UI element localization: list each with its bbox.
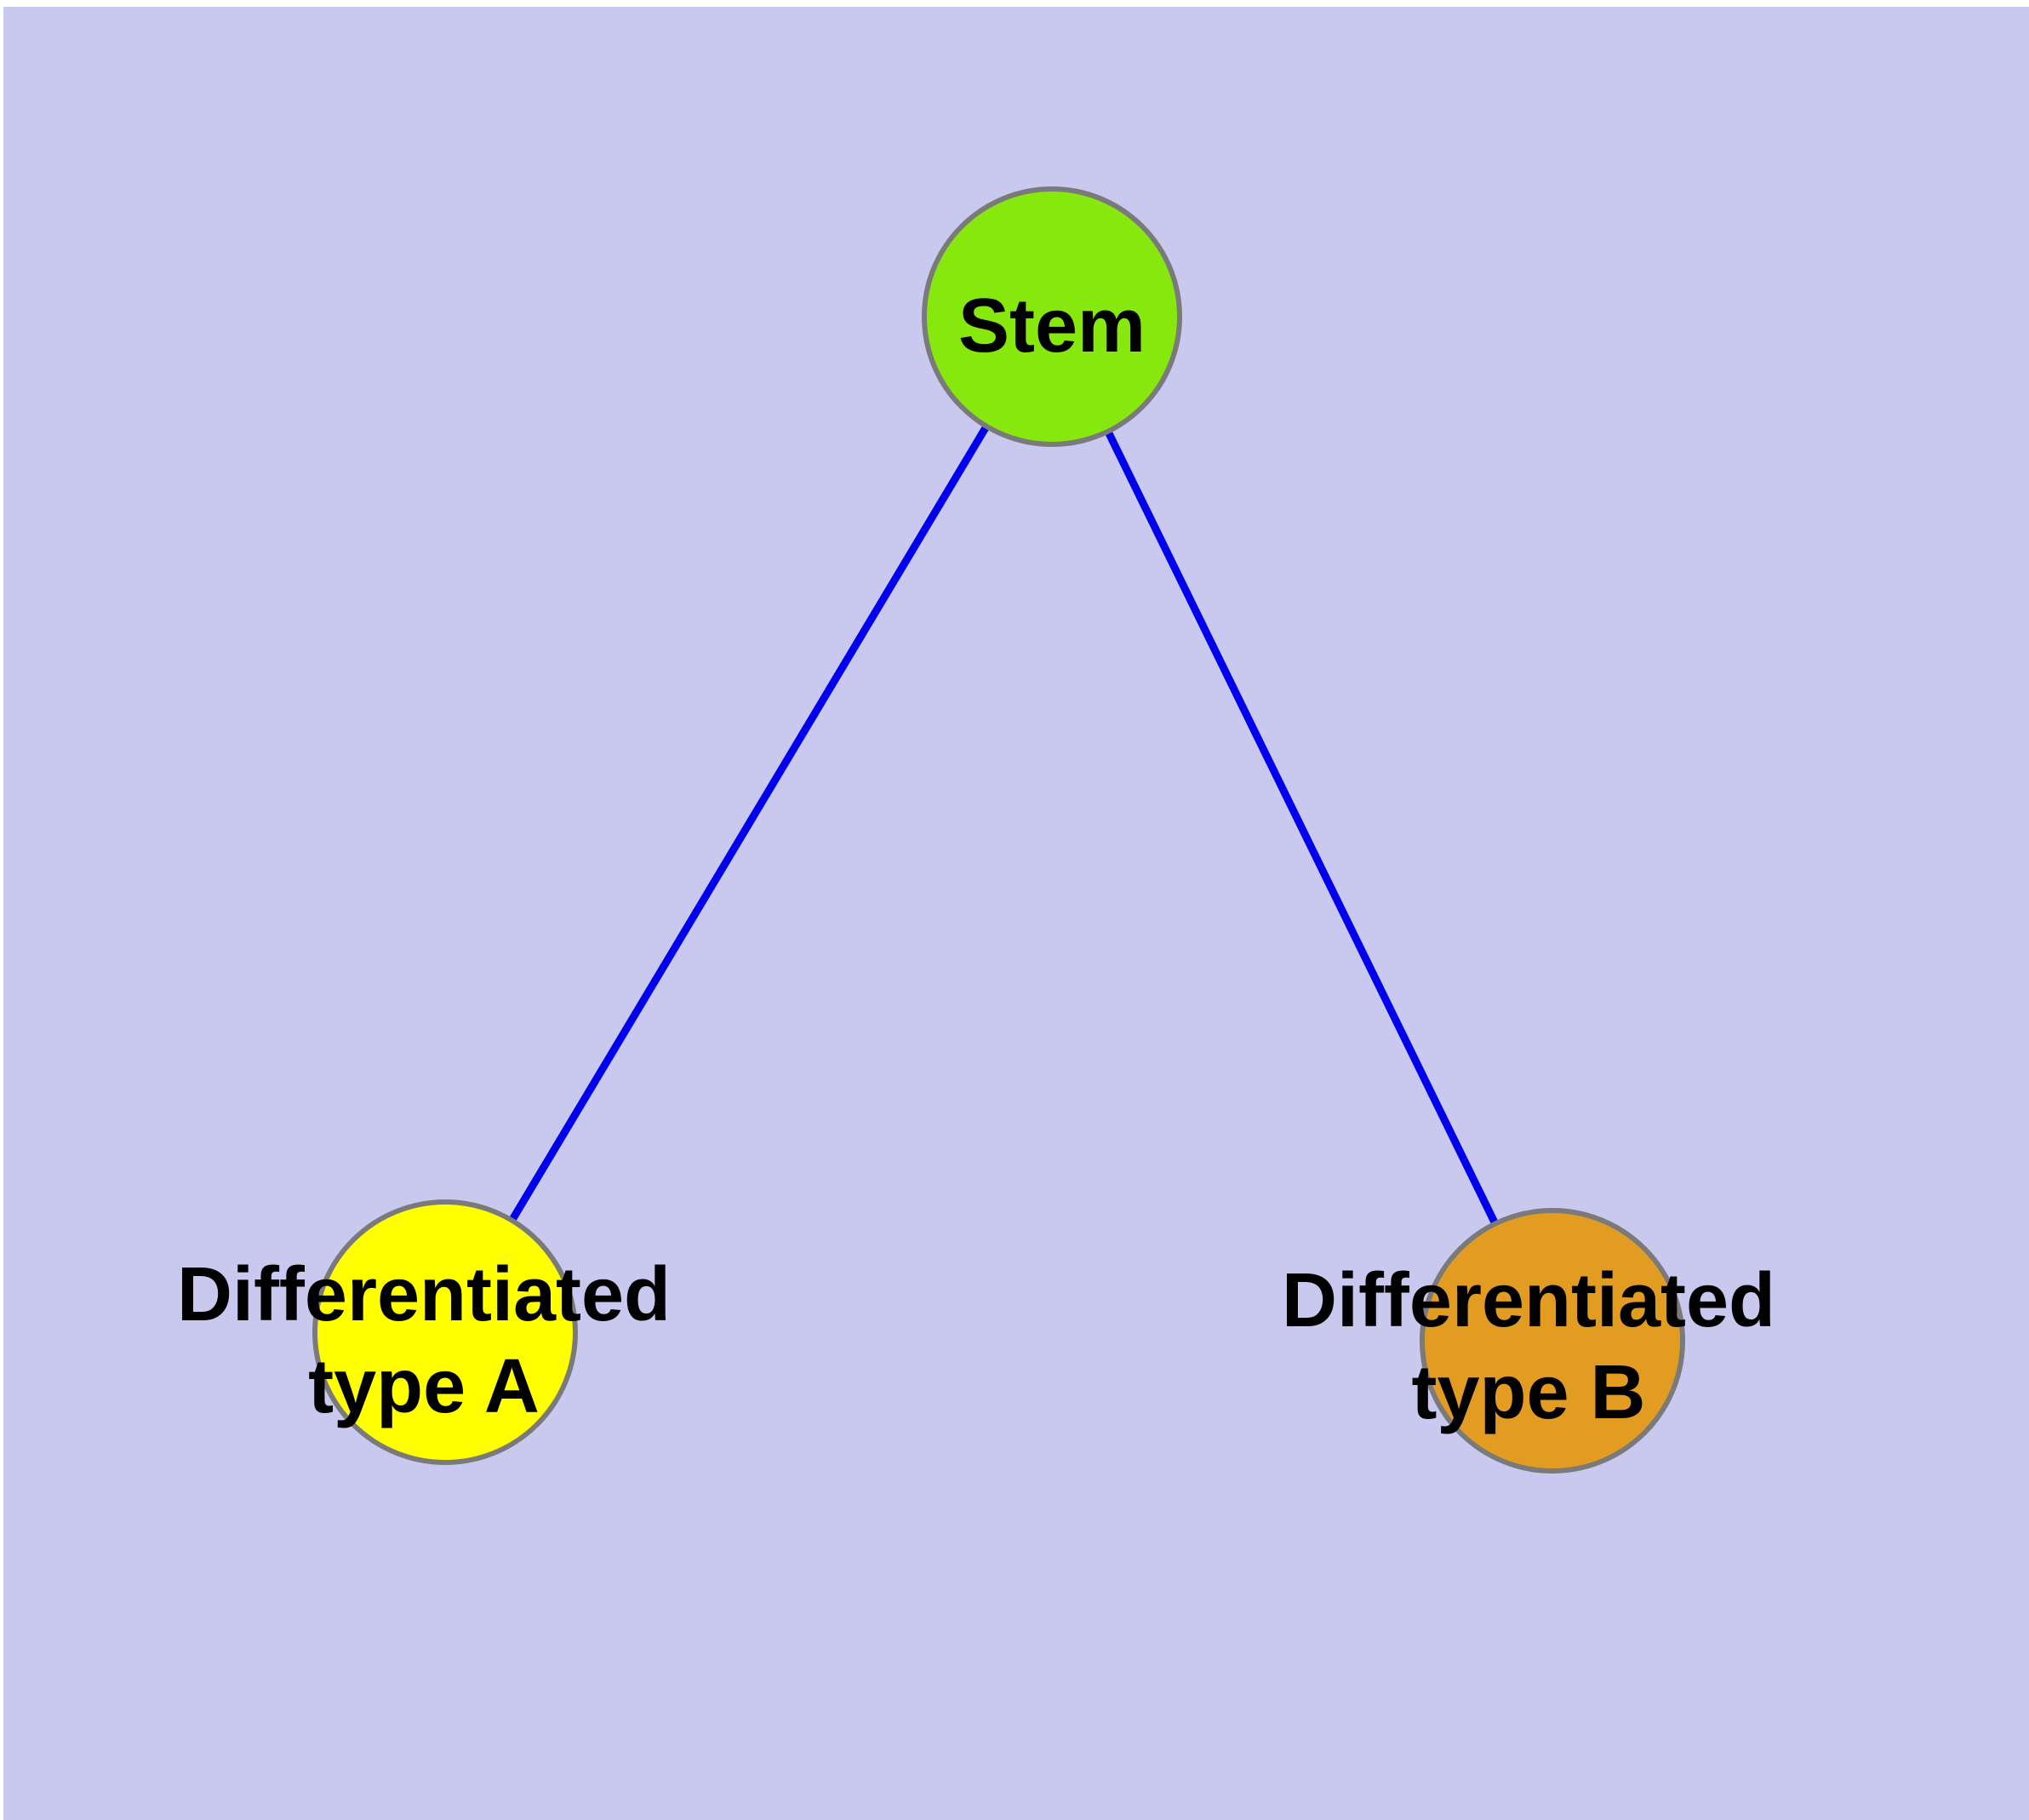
node-stem-label: Stem [958, 283, 1146, 369]
node-type-b-label-line2: type B [1411, 1350, 1645, 1435]
node-type-b-label-line1: Differentiated [1282, 1258, 1775, 1343]
edge-stem-to-type-a [442, 314, 1055, 1335]
node-type-a-label-line1: Differentiated [177, 1252, 671, 1337]
node-stem [922, 186, 1182, 447]
edge-stem-to-type-b [1048, 315, 1557, 1342]
node-type-b [1420, 1208, 1685, 1474]
node-type-a-label-line2: type A [308, 1344, 540, 1429]
node-type-a [312, 1199, 578, 1465]
